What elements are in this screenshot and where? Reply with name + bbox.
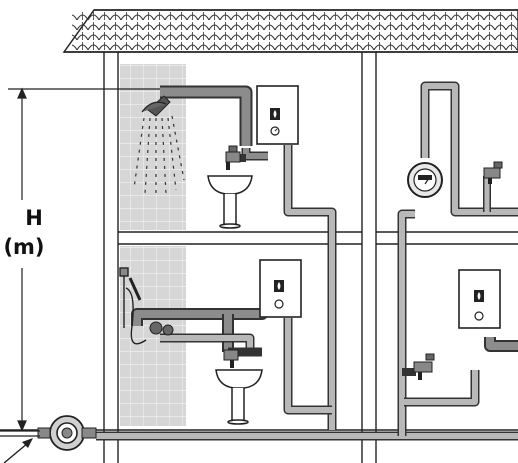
washbasin-icon — [207, 175, 253, 229]
gas-regulator-icon — [0, 415, 97, 451]
height-label-unit: (m) — [3, 235, 45, 259]
water-heater-icon — [458, 269, 501, 329]
water-heater-icon — [256, 85, 299, 145]
faucet-icon — [223, 349, 239, 368]
gas-meter-icon — [407, 162, 443, 198]
hand-shower-icon — [119, 267, 147, 345]
height-dimension — [8, 87, 160, 432]
water-heater-icon — [259, 259, 302, 318]
shower-head-icon — [141, 95, 171, 117]
faucet-icon — [483, 161, 503, 184]
arrow-icon — [3, 438, 33, 463]
washbasin-icon — [215, 369, 263, 425]
upper-bathroom-pipes — [160, 85, 337, 430]
water-spray — [133, 115, 185, 196]
lower-bathroom-pipes — [131, 308, 518, 415]
height-label-letter: H — [25, 206, 43, 230]
mixer-valve — [149, 321, 174, 336]
roof — [62, 9, 518, 53]
faucet-icon — [413, 353, 435, 380]
riser-pipe — [397, 209, 480, 436]
faucet-icon — [225, 145, 241, 170]
upper-right-water-pipe — [420, 81, 518, 217]
